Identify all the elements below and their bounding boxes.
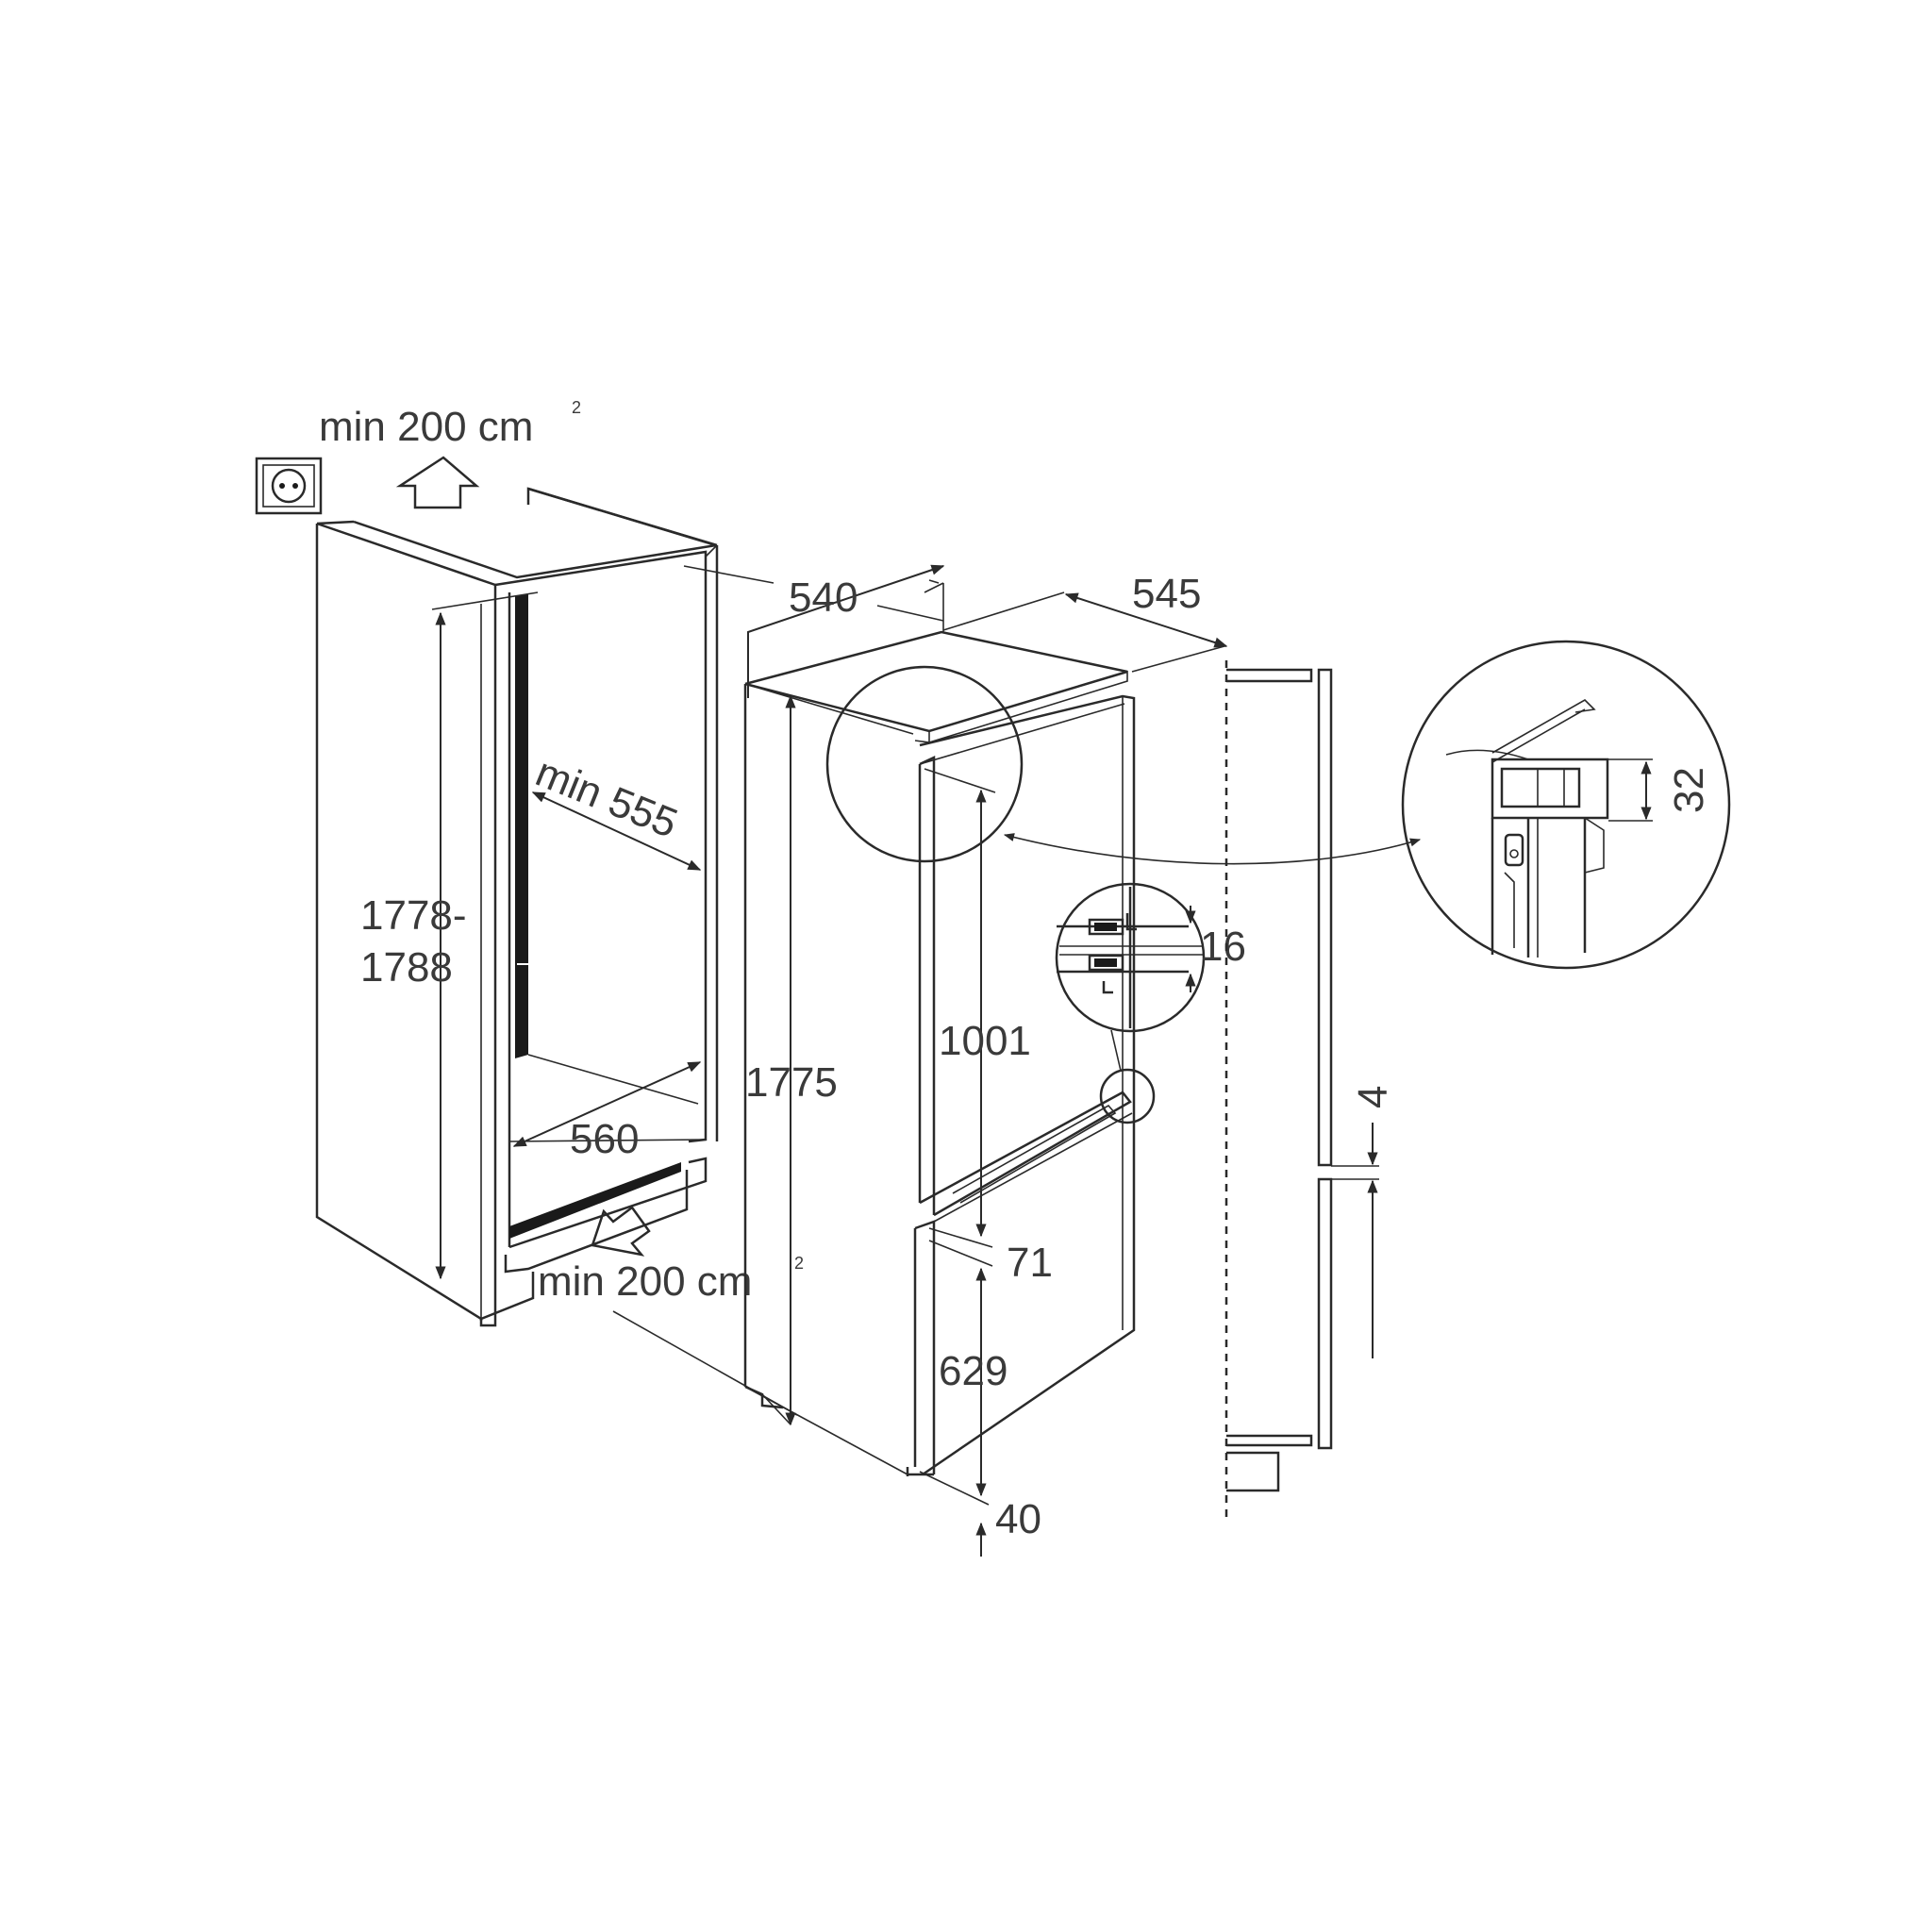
vent-bottom-label: min 200 cm: [538, 1258, 752, 1305]
power-socket-icon: [255, 457, 323, 515]
top-clearance-label: 32: [1666, 767, 1712, 813]
niche-width-label: 560: [570, 1116, 639, 1162]
door-gap-label: 71: [1007, 1240, 1053, 1286]
niche-height-label-line1: 1778-: [360, 892, 467, 939]
vent-up-arrow-icon: [395, 456, 480, 509]
upper-door-height-label: 1001: [939, 1018, 1031, 1064]
vent-bottom-unit-sup: 2: [794, 1254, 804, 1273]
vent-top-unit-sup: 2: [572, 398, 581, 417]
bottom-gap-label: 40: [995, 1496, 1041, 1542]
side-gap-label: 4: [1350, 1086, 1396, 1108]
hinge-gap-label: 16: [1200, 924, 1246, 970]
appliance-height-label: 1775: [745, 1059, 838, 1106]
appliance-depth-label: 545: [1132, 571, 1201, 617]
niche-depth-label: min 555: [529, 749, 684, 847]
side-view: [1224, 660, 1333, 1519]
hinge-detail: [1055, 882, 1206, 1124]
top-clearance-detail: [1401, 640, 1731, 970]
vent-inlet-arrow-icon: [591, 1206, 651, 1257]
lower-door-height-label: 629: [939, 1348, 1008, 1394]
fridge-appliance: [743, 630, 1136, 1476]
vent-top-label: min 200 cm: [319, 404, 533, 450]
top-detail-marker: [825, 665, 1024, 863]
appliance-width-label: 540: [789, 575, 858, 621]
niche-height-label-line2: 1788: [360, 944, 453, 991]
